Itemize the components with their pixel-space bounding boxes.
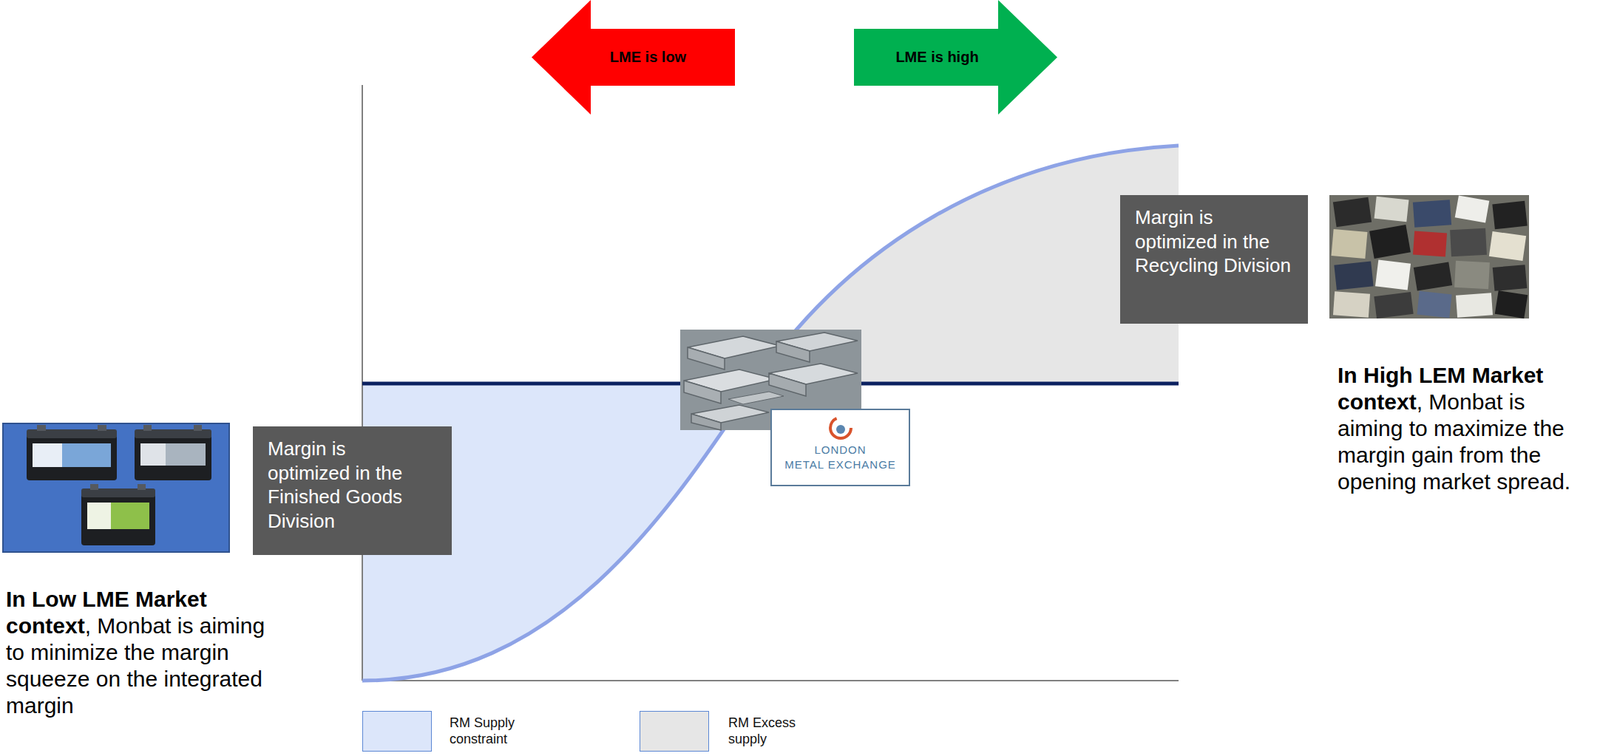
excess-supply-area (754, 145, 1179, 384)
scrap-battery-photo (1413, 261, 1453, 291)
supply-curve (362, 145, 1179, 681)
scrap-battery-photo (1495, 290, 1529, 319)
battery-photo (2, 423, 230, 553)
arrow-label: LME is low (609, 48, 687, 66)
scrap-battery-photo (1455, 292, 1493, 318)
scrap-battery-photo (1492, 201, 1527, 230)
scrap-battery-photo (1331, 229, 1368, 259)
lead-ingot-photo (687, 347, 725, 370)
battery-photo (32, 443, 63, 468)
battery-photo (90, 484, 99, 491)
battery-photo (140, 443, 206, 466)
high-lme-arrow: LME is high (853, 0, 1058, 115)
box-text: Margin is optimized in the Recycling Div… (1134, 205, 1292, 279)
scrap-battery-photo (1373, 292, 1413, 319)
finished-goods-margin-box: Margin is optimized in the Finished Good… (252, 426, 452, 556)
scrap-battery-photo (1333, 260, 1374, 290)
market-note: In Low LME Market context, Monbat is aim… (5, 586, 287, 720)
recycling-margin-box: Margin is optimized in the Recycling Div… (1120, 195, 1308, 324)
battery-photo (32, 443, 111, 468)
scrap-battery-photo (1492, 264, 1528, 292)
arrow-shape (531, 0, 735, 115)
chart-area (362, 85, 1179, 681)
legend-swatch (639, 711, 710, 752)
legend-text: RM Supply constraint (449, 715, 546, 748)
x-axis (362, 680, 1179, 682)
logo-text: LONDON (776, 442, 905, 458)
scrap-battery-photo (1454, 260, 1490, 290)
arrow-label: LME is high (895, 48, 979, 66)
logo-icon (825, 413, 856, 443)
battery-photo (137, 484, 146, 491)
lead-ingot-photo (728, 391, 784, 405)
battery-photo (140, 443, 166, 466)
battery-photo (97, 425, 107, 432)
scrap-battery-photo (1329, 195, 1530, 319)
battery-photo (143, 425, 152, 432)
arrow-shape (853, 0, 1058, 115)
scrap-battery-photo (1333, 291, 1371, 318)
lead-ingot-photo (768, 373, 806, 397)
scrap-battery-photo (1329, 195, 1530, 319)
scrap-battery-photo (1375, 259, 1411, 290)
lead-ingot-photo (776, 341, 810, 363)
legend-swatch (362, 711, 432, 752)
legend-text: RM Excess supply (728, 715, 825, 748)
battery-photo (87, 502, 111, 530)
scrap-battery-photo (1369, 224, 1411, 259)
logo-text: METAL EXCHANGE (776, 457, 905, 473)
battery-photo (26, 434, 117, 481)
low-lme-arrow: LME is low (531, 0, 735, 115)
scrap-battery-photo (1449, 228, 1487, 257)
box-text: Margin is optimized in the Finished Good… (267, 436, 425, 534)
battery-photo (36, 425, 46, 432)
market-note: In High LEM Market context, Monbat is ai… (1337, 362, 1595, 496)
scrap-battery-photo (1374, 196, 1410, 222)
logo-icon (836, 425, 846, 435)
scrap-battery-photo (1416, 291, 1452, 318)
battery-photo (193, 425, 202, 432)
lead-ingot-photo (691, 414, 721, 431)
scrap-battery-photo (1489, 231, 1527, 261)
scrap-battery-photo (1333, 197, 1372, 227)
logo-icon (830, 417, 852, 439)
lme-logo-box: LONDONMETAL EXCHANGE (770, 408, 911, 487)
scrap-battery-photo (1412, 231, 1447, 258)
battery-photo (87, 502, 150, 530)
lead-ingot-photo (683, 380, 721, 404)
battery-photo (134, 434, 212, 481)
scrap-battery-photo (1412, 199, 1452, 227)
scrap-battery-photo (1455, 195, 1490, 224)
battery-photo (2, 423, 230, 553)
battery-photo (81, 493, 156, 546)
